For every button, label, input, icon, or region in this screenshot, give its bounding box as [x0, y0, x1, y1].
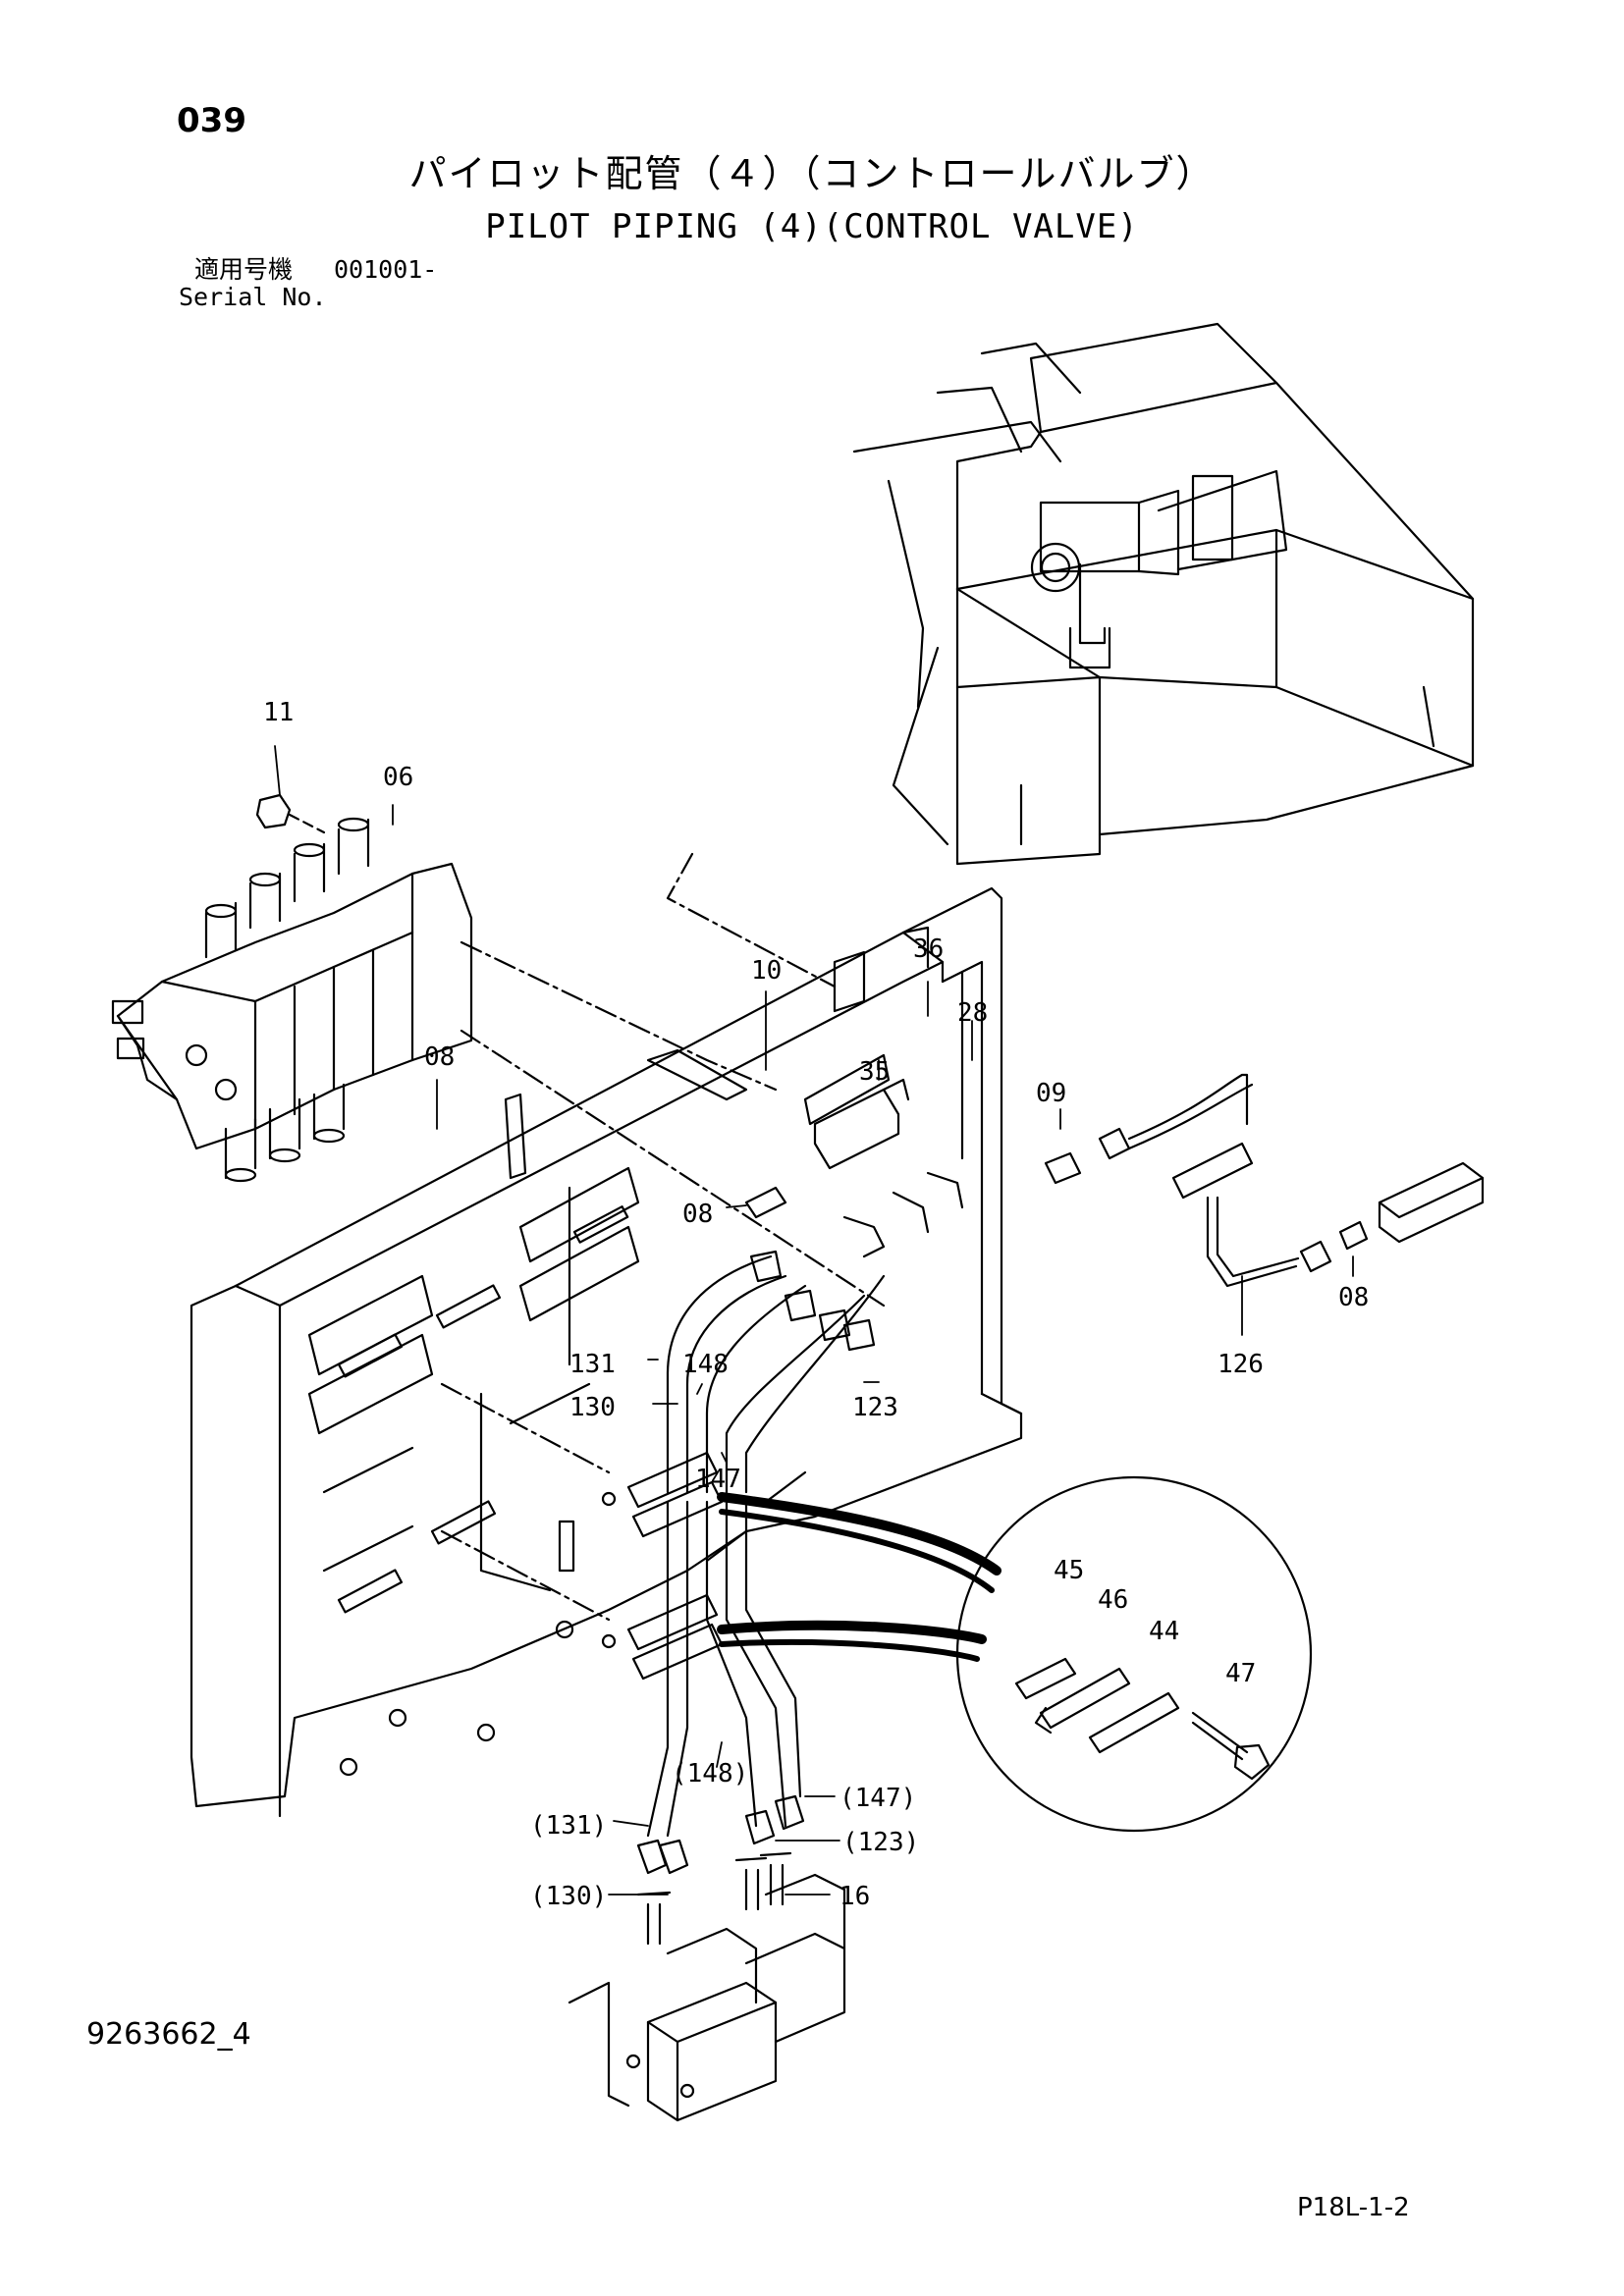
page-number: 039 [177, 101, 246, 140]
clamp-detail-callout [717, 1475, 1313, 1833]
callout-08-right: 08 [1338, 1283, 1369, 1312]
callout-35: 35 [859, 1057, 890, 1087]
callout-46: 46 [1098, 1585, 1128, 1615]
callout-06: 06 [383, 763, 413, 792]
callout-11: 11 [263, 698, 294, 727]
callout-126: 126 [1218, 1350, 1264, 1379]
callout-labels: 11 06 08 10 36 28 35 09 08 08 126 131 14… [263, 698, 1369, 1911]
hose-126-illustration [1044, 1073, 1485, 1288]
callout-08: 08 [424, 1042, 455, 1072]
callout-leaders [274, 745, 1354, 1896]
serial-value: 001001- [334, 255, 438, 284]
callout-36: 36 [913, 934, 944, 964]
callout-130-ref: (130) [530, 1882, 607, 1911]
callout-131-ref: (131) [530, 1811, 607, 1841]
callout-45: 45 [1054, 1556, 1084, 1585]
callout-44: 44 [1149, 1617, 1179, 1646]
callout-147: 147 [695, 1465, 741, 1494]
callout-28: 28 [957, 998, 988, 1028]
callout-16: 16 [839, 1882, 870, 1911]
callout-130: 130 [569, 1393, 616, 1422]
callout-47: 47 [1225, 1659, 1256, 1688]
pilot-hoses-illustration [636, 1078, 964, 1875]
control-valve-illustration [111, 793, 886, 1308]
sheet-code: P18L-1-2 [1297, 2193, 1410, 2222]
callout-123: 123 [852, 1393, 898, 1422]
callout-123-ref: (123) [842, 1828, 919, 1857]
page-title-english: PILOT PIPING (4)(CONTROL VALVE) [485, 207, 1139, 246]
callout-148-ref: (148) [672, 1759, 748, 1789]
callout-09: 09 [1036, 1079, 1066, 1108]
callout-131: 131 [569, 1350, 616, 1379]
serial-label-japanese: 適用号機 [194, 255, 294, 284]
mounting-bracket-illustration [189, 852, 1023, 1818]
drawing-number: 9263662_4 [86, 2017, 251, 2052]
callout-147-ref: (147) [839, 1784, 916, 1813]
bottom-valve-blocks-illustration [568, 1851, 846, 2122]
callout-10: 10 [751, 956, 782, 986]
machine-body-illustration [852, 322, 1475, 866]
callout-08-center: 08 [682, 1200, 713, 1229]
callout-148: 148 [682, 1350, 729, 1379]
page-title-japanese: パイロット配管（４）（コントロールバルブ） [408, 152, 1216, 195]
serial-label-english: Serial No. [179, 283, 327, 311]
